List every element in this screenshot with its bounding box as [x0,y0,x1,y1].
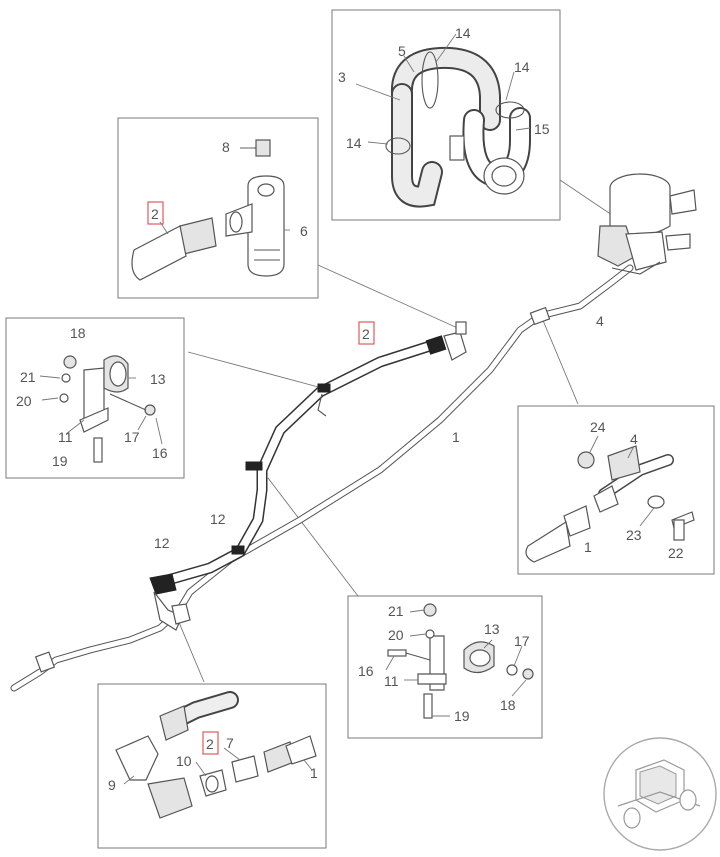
callout-15[interactable]: 15 [534,121,550,137]
highlight-frames [147,201,375,755]
callout-8[interactable]: 8 [222,139,230,155]
callout-24[interactable]: 24 [590,419,606,435]
callout-4[interactable]: 4 [630,431,638,447]
callout-14[interactable]: 14 [455,25,471,41]
highlight-2-main [358,321,375,345]
callout-labels: 14 5 14 3 14 15 8 2 6 2 4 18 21 13 20 11… [16,25,684,793]
callout-13[interactable]: 13 [150,371,166,387]
callout-11[interactable]: 11 [58,429,73,445]
inset-box-hose-top [331,9,561,221]
callout-11[interactable]: 11 [384,673,399,689]
hose-1-assembly [10,264,634,692]
callout-23[interactable]: 23 [626,527,642,543]
vehicle-locator-icon [603,737,717,851]
callout-4[interactable]: 4 [596,313,604,329]
callout-14[interactable]: 14 [514,59,530,75]
callout-19[interactable]: 19 [454,708,470,724]
callout-21[interactable]: 21 [20,369,36,385]
callout-7[interactable]: 7 [226,735,234,751]
callout-3[interactable]: 3 [338,69,346,85]
callout-12[interactable]: 12 [154,535,170,551]
callout-21[interactable]: 21 [388,603,404,619]
callout-1[interactable]: 1 [584,539,592,555]
inset-box-tee-fitting [117,117,319,299]
callout-1[interactable]: 1 [452,429,460,445]
callout-6[interactable]: 6 [300,223,308,239]
callout-22[interactable]: 22 [668,545,684,561]
callout-5[interactable]: 5 [398,43,406,59]
callout-17[interactable]: 17 [514,633,530,649]
callout-1[interactable]: 1 [310,765,318,781]
inset-box-hose-4-end [517,405,715,575]
callout-9[interactable]: 9 [108,777,116,793]
callout-16[interactable]: 16 [152,445,168,461]
callout-20[interactable]: 20 [388,627,404,643]
callout-18[interactable]: 18 [500,697,516,713]
highlight-2-bottom [202,731,219,755]
callout-2[interactable]: 2 [362,326,370,342]
inset-box-bracket-left [5,317,185,479]
callout-17[interactable]: 17 [124,429,140,445]
callout-19[interactable]: 19 [52,453,68,469]
callout-16[interactable]: 16 [358,663,374,679]
callout-20[interactable]: 20 [16,393,32,409]
inset-box-bottom-fittings [97,683,327,849]
hose-2-main [149,321,467,631]
highlight-2-top [147,201,164,225]
callout-13[interactable]: 13 [484,621,500,637]
callout-10[interactable]: 10 [176,753,192,769]
callout-18[interactable]: 18 [70,325,86,341]
callout-14[interactable]: 14 [346,135,362,151]
leader-lines [177,179,613,683]
callout-12[interactable]: 12 [210,511,226,527]
brake-fluid-reservoir [597,173,697,275]
callout-2[interactable]: 2 [206,736,214,752]
callout-2[interactable]: 2 [151,206,159,222]
inset-box-bracket-right [347,595,543,739]
